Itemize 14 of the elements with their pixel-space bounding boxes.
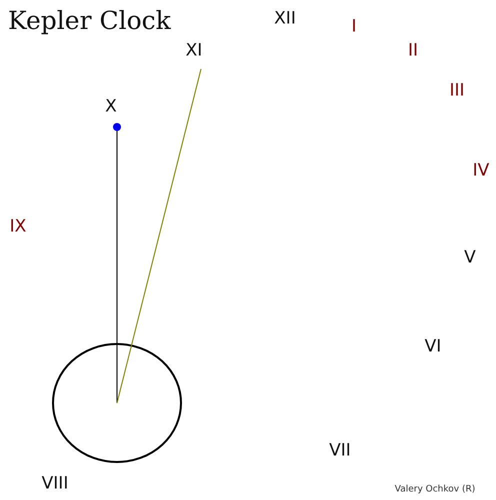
hour-numeral: VIII <box>42 476 68 492</box>
hour-numeral: XII <box>274 10 296 28</box>
hour-numeral: VI <box>424 338 442 356</box>
hour-numeral: II <box>408 42 418 60</box>
author-credit: Valery Ochkov (R) <box>394 486 476 494</box>
hour-numeral: XI <box>186 42 202 60</box>
hour-numeral: X <box>105 98 117 116</box>
hour-numeral: I <box>352 18 356 36</box>
hour-numeral: IX <box>10 218 26 236</box>
hour-numeral: VII <box>329 442 351 460</box>
diagram-title: Kepler Clock <box>8 6 171 35</box>
hour-numeral: V <box>464 250 476 266</box>
hour-numeral: III <box>449 82 465 100</box>
hour-numeral: IV <box>472 162 490 180</box>
